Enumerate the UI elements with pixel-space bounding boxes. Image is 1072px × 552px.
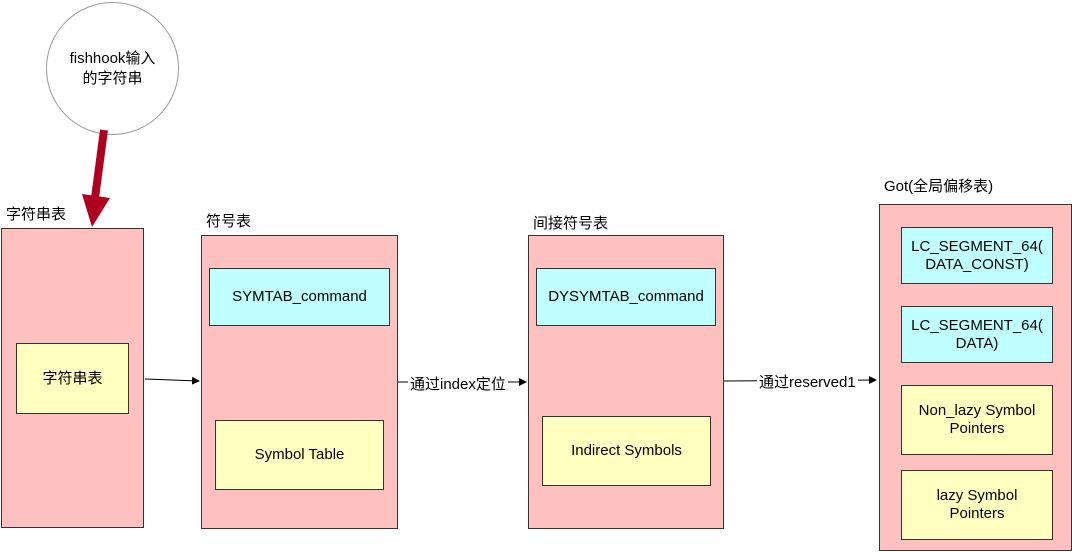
got-non-lazy-pointers: Non_lazy Symbol Pointers <box>901 385 1053 455</box>
symtab-command-box: SYMTAB_command <box>209 268 390 326</box>
input-string-node: fishhook输入 的字符串 <box>46 2 179 135</box>
string-to-symbol-arrow <box>144 376 200 385</box>
edge-label-index: 通过index定位 <box>408 373 508 394</box>
got-lazy-pointers-label: lazy Symbol Pointers <box>936 487 1018 522</box>
symbol-table-label: Symbol Table <box>254 446 345 463</box>
input-string-label: fishhook输入 的字符串 <box>69 49 156 87</box>
indirect-symbols-label: Indirect Symbols <box>571 442 682 459</box>
symbol-table-box: Symbol Table <box>215 420 384 490</box>
input-to-string-table-arrow <box>82 129 110 227</box>
string-table-title: 字符串表 <box>6 206 67 223</box>
indirect-symbols-box: Indirect Symbols <box>542 416 711 486</box>
got-segment-data: LC_SEGMENT_64( DATA) <box>901 306 1053 363</box>
dysymtab-command-box: DYSYMTAB_command <box>536 268 716 326</box>
symtab-command-label: SYMTAB_command <box>232 288 367 305</box>
string-table-entry: 字符串表 <box>16 343 129 414</box>
got-segment-data-label: LC_SEGMENT_64( DATA) <box>911 316 1043 352</box>
got-lazy-pointers: lazy Symbol Pointers <box>901 470 1053 540</box>
got-title: Got(全局偏移表) <box>884 178 994 195</box>
edge-label-reserved: 通过reserved1 <box>757 371 858 392</box>
dysymtab-command-label: DYSYMTAB_command <box>548 288 704 305</box>
got-segment-data-const: LC_SEGMENT_64( DATA_CONST) <box>901 227 1053 284</box>
got-segment-data-const-label: LC_SEGMENT_64( DATA_CONST) <box>911 237 1043 273</box>
string-table-entry-label: 字符串表 <box>42 369 103 387</box>
got-non-lazy-pointers-label: Non_lazy Symbol Pointers <box>918 402 1036 437</box>
symbol-table-title: 符号表 <box>206 213 252 230</box>
indirect-table-title: 间接符号表 <box>533 215 609 232</box>
